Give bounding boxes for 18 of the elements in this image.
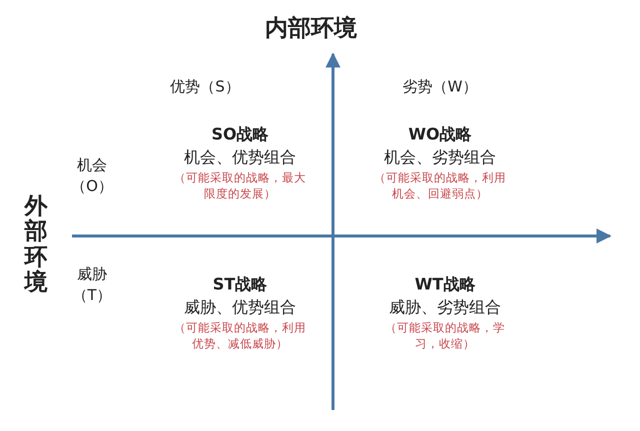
axis-label: 优势（S） [170, 78, 240, 96]
strategy-title: WO战略 [408, 124, 472, 146]
strategy-title: SO战略 [211, 124, 269, 146]
factor-label: 威胁（T） [71, 264, 113, 306]
strategy-combination: 机会、劣势组合 [384, 148, 496, 168]
axis-label: 劣势（W） [402, 78, 478, 96]
strategy-combination: 威胁、劣势组合 [389, 298, 501, 318]
strategy-title: WT战略 [414, 274, 476, 296]
strategy-note: （可能采取的战略，学习，收缩） [384, 320, 506, 352]
strategy-note: （可能采取的战略，利用机会、回避弱点） [373, 170, 507, 202]
axis-title: 内部环境 [265, 14, 357, 44]
strategy-note: （可能采取的战略，利用优势、减低威胁） [173, 320, 307, 352]
strategy-combination: 威胁、优势组合 [184, 298, 296, 318]
factor-label: 机会（O） [70, 155, 114, 197]
axis-title: 外部环境 [24, 194, 48, 296]
strategy-note: （可能采取的战略，最大限度的发展） [173, 170, 307, 202]
strategy-title: ST战略 [212, 274, 268, 296]
strategy-combination: 机会、优势组合 [184, 148, 296, 168]
